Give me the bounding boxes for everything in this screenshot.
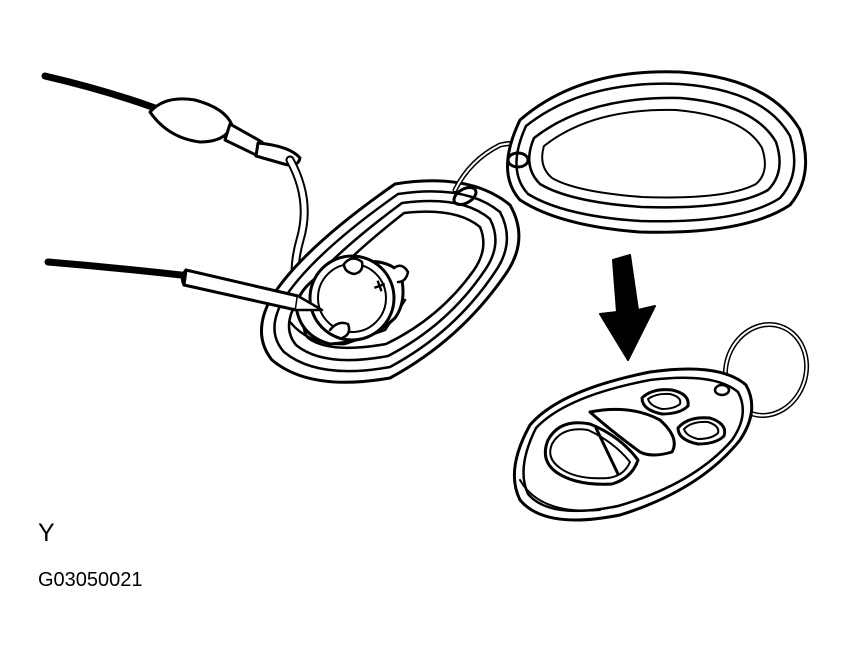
assembled-transmitter	[512, 322, 810, 522]
coin-battery: +	[294, 254, 410, 346]
down-arrow-icon	[599, 254, 656, 361]
upper-test-lead	[41, 72, 309, 297]
case-cover	[506, 70, 808, 234]
figure-code: G03050021	[38, 569, 143, 591]
view-label: Y	[38, 519, 55, 547]
lower-test-probe	[44, 258, 324, 312]
